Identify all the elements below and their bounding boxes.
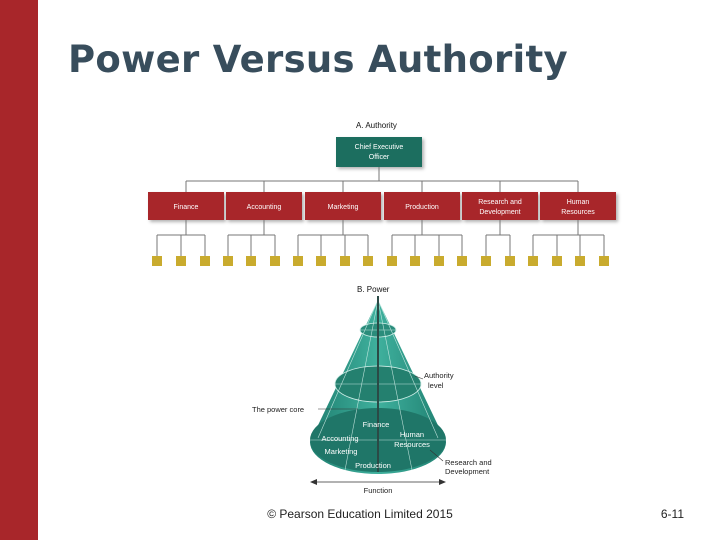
authority-chart: A. Authority Chief Executive Officer Fin… — [148, 121, 616, 266]
ceo-box — [336, 137, 422, 167]
slide-title: Power Versus Authority — [68, 38, 568, 81]
dept-box-finance — [148, 192, 224, 220]
research-leader — [429, 449, 444, 462]
dept-box-human-resources — [540, 192, 616, 220]
dept-label-marketing: Marketing — [328, 204, 359, 211]
dept-box-production — [384, 192, 460, 220]
dept-box-marketing — [305, 192, 381, 220]
dept-label-hr-line2: Resources — [561, 209, 595, 216]
base-label-accounting: Accounting — [321, 434, 358, 443]
authority-level-label-line2: level — [428, 381, 444, 390]
copyright-footer: © Pearson Education Limited 2015 — [267, 507, 453, 521]
side-accent-bar — [0, 0, 38, 540]
base-label-hr-line1: Human — [400, 430, 424, 439]
employee-squares — [152, 256, 609, 266]
research-label-line2: Development — [445, 467, 490, 476]
dept-label-hr-line1: Human — [567, 199, 590, 206]
page-number: 6-11 — [660, 507, 684, 521]
employee-connectors — [156, 220, 605, 256]
power-core-label: The power core — [252, 405, 304, 414]
dept-box-research — [462, 192, 538, 220]
power-cone-diagram: B. Power The power core Authority level … — [252, 285, 492, 495]
authority-heading: A. Authority — [356, 121, 397, 130]
dept-label-finance: Finance — [174, 204, 199, 211]
base-label-production: Production — [355, 461, 391, 470]
power-heading: B. Power — [357, 285, 390, 294]
dept-label-accounting: Accounting — [247, 204, 282, 211]
dept-label-production: Production — [405, 204, 439, 211]
dept-box-accounting — [226, 192, 302, 220]
authority-level-leader — [414, 375, 424, 380]
ceo-label-line1: Chief Executive — [355, 144, 404, 151]
authority-level-label-line1: Authority — [424, 371, 454, 380]
function-label: Function — [364, 486, 393, 495]
research-label-line1: Research and — [445, 458, 492, 467]
ceo-label-line2: Officer — [369, 154, 390, 161]
ceo-connectors — [185, 167, 579, 192]
base-label-finance: Finance — [363, 420, 390, 429]
dept-label-research-line1: Research and — [478, 199, 522, 206]
base-label-marketing: Marketing — [325, 447, 358, 456]
function-arrow — [310, 479, 446, 485]
base-label-hr-line2: Resources — [394, 440, 430, 449]
dept-label-research-line2: Development — [479, 209, 520, 216]
